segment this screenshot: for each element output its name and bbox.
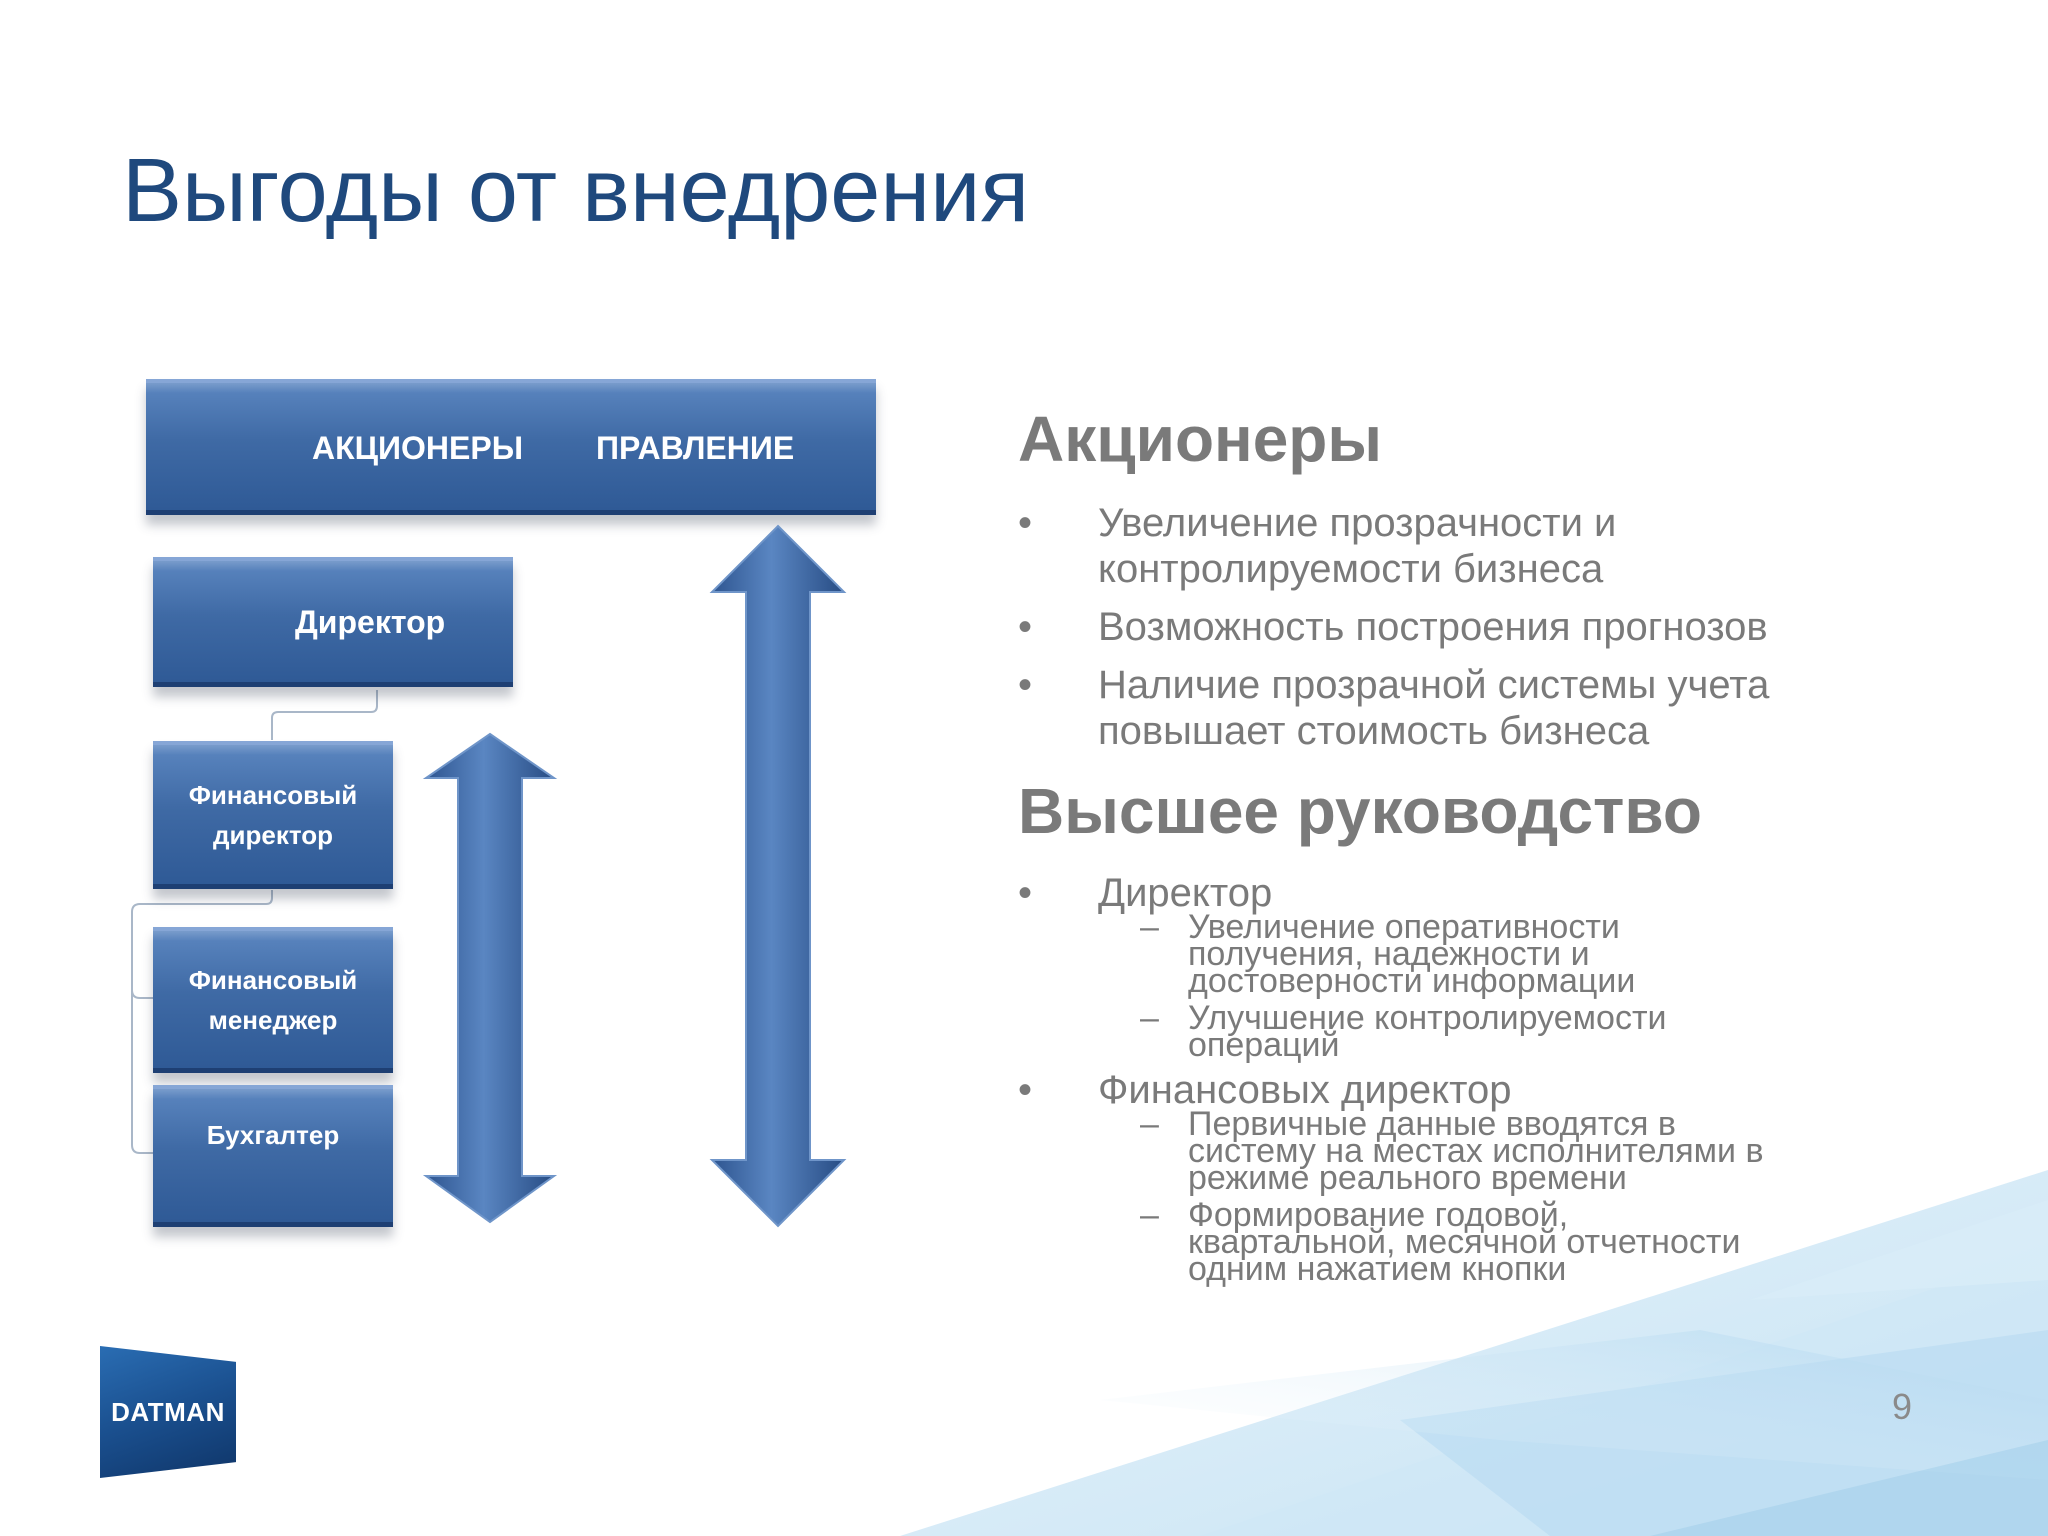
director-box: Директор	[153, 557, 513, 687]
list-item-line: Увеличение прозрачности и	[1098, 501, 1617, 545]
financial-manager-box: Финансовый менеджер	[153, 927, 393, 1073]
sub-list-item: Улучшение контролируемости операций	[1098, 1001, 1918, 1062]
sub-list-item: Первичные данные вводятся в систему на м…	[1098, 1107, 1918, 1195]
financial-director-label-line2: директор	[213, 819, 333, 850]
accountant-label: Бухгалтер	[206, 1120, 340, 1150]
management-bullet-list: Директор Увеличение оперативности получе…	[1018, 872, 1918, 1293]
sub-list-item-line: одним нажатием кнопки	[1188, 1250, 1567, 1288]
sub-list-item-line: достоверности информации	[1188, 962, 1636, 1000]
sub-list-item-line: Формирование годовой,	[1188, 1196, 1569, 1234]
sub-list-item: Формирование годовой, квартальной, месяч…	[1098, 1198, 1918, 1286]
list-item: Возможность построения прогнозов	[1018, 604, 1918, 650]
sub-list-item-line: квартальной, месячной отчетности	[1188, 1223, 1741, 1261]
page-number: 9	[1892, 1386, 1913, 1427]
sub-list-item: Увеличение оперативности получения, наде…	[1098, 910, 1918, 998]
logo-text: DATMAN	[111, 1396, 225, 1427]
management-heading: Высшее руководство	[1018, 775, 1702, 847]
list-item-line: повышает стоимость бизнеса	[1098, 709, 1650, 753]
shareholders-heading: Акционеры	[1018, 403, 1383, 475]
financial-manager-label-line1: Финансовый	[188, 964, 358, 995]
list-item-label: Финансовых директор	[1098, 1068, 1512, 1112]
shareholders-bullet-list: Увеличение прозрачности и контролируемос…	[1018, 500, 1918, 766]
sub-list-item-line: Улучшение контролируемости	[1188, 999, 1667, 1037]
financial-manager-label-line2: менеджер	[208, 1004, 338, 1035]
list-item-line: Наличие прозрачной системы учета	[1098, 663, 1770, 707]
slide-title: Выгоды от внедрения	[122, 141, 1030, 241]
director-label: Директор	[295, 604, 446, 640]
sub-bullet-list: Увеличение оперативности получения, наде…	[1018, 910, 1918, 1062]
double-arrow-long-icon	[709, 524, 847, 1228]
sub-list-item-line: систему на местах исполнителями в	[1188, 1132, 1764, 1170]
list-item-line: контролируемости бизнеса	[1098, 547, 1604, 591]
sub-bullet-list: Первичные данные вводятся в систему на м…	[1018, 1107, 1918, 1286]
sub-list-item-line: Первичные данные вводятся в	[1188, 1105, 1676, 1143]
financial-director-label-line1: Финансовый	[188, 779, 358, 810]
list-item-label: Директор	[1098, 871, 1273, 915]
list-item: Наличие прозрачной системы учета повышае…	[1018, 662, 1918, 754]
shareholders-board-box: АКЦИОНЕРЫ ПРАВЛЕНИЕ	[146, 379, 876, 515]
shareholders-label: АКЦИОНЕРЫ	[312, 430, 524, 466]
list-item: Финансовых директор Первичные данные вво…	[1018, 1068, 1918, 1286]
sub-list-item-line: получения, надежности и	[1188, 935, 1590, 973]
sub-list-item-line: операций	[1188, 1026, 1340, 1064]
list-item: Увеличение прозрачности и контролируемос…	[1018, 500, 1918, 592]
datman-logo: DATMAN	[100, 1346, 236, 1478]
double-arrow-short-icon	[422, 732, 558, 1224]
sub-list-item-line: режиме реального времени	[1188, 1159, 1627, 1197]
list-item: Директор Увеличение оперативности получе…	[1018, 871, 1918, 1062]
accountant-box: Бухгалтер	[153, 1085, 393, 1227]
financial-director-box: Финансовый директор	[153, 741, 393, 889]
sub-list-item-line: Увеличение оперативности	[1188, 908, 1620, 946]
board-label: ПРАВЛЕНИЕ	[596, 430, 795, 466]
list-item-line: Возможность построения прогнозов	[1098, 605, 1768, 649]
